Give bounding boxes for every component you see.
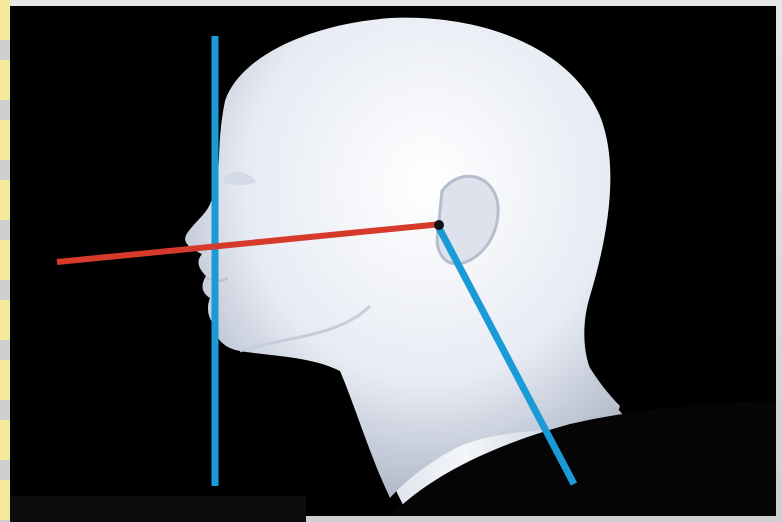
caption-bar — [10, 496, 306, 522]
head-shape — [185, 18, 626, 498]
left-edge-strip — [0, 0, 10, 522]
head-posture-diagram — [10, 6, 776, 516]
ear-canal-point — [434, 220, 444, 230]
diagram-canvas — [10, 6, 776, 516]
